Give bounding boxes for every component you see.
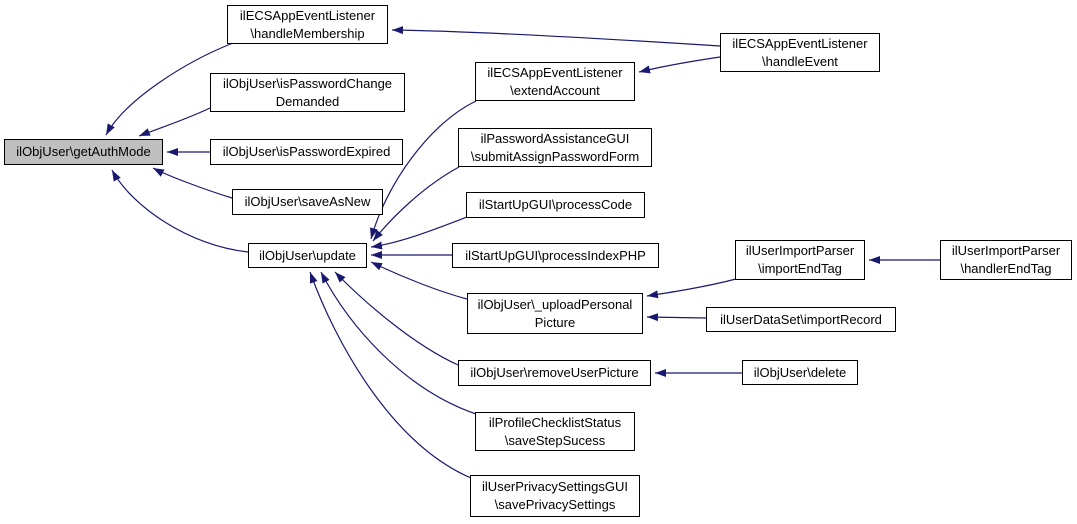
node-delete[interactable]: ilObjUser\delete [742, 360, 858, 385]
node-label-processCode: ilStartUpGUI\processCode [478, 197, 633, 212]
node-isPasswordChangeDemanded[interactable]: ilObjUser\isPasswordChange Demanded [210, 73, 405, 112]
node-label-saveAsNew: ilObjUser\saveAsNew [244, 194, 371, 209]
edges-group [105, 26, 940, 479]
edge-isPasswordChangeDemanded-to-getAuthMode [138, 107, 211, 137]
node-label-update: ilObjUser\update [259, 247, 356, 263]
edge-saveStepSucess-to-update [320, 271, 477, 415]
node-processIndexPHP[interactable]: ilStartUpGUI\processIndexPHP [452, 243, 659, 268]
edge-uploadPersonalPicture-to-update [370, 261, 468, 300]
node-label-handleMembership: ilECSAppEventListener \handleMembership [239, 7, 376, 41]
node-savePrivacySettings[interactable]: ilUserPrivacySettingsGUI \savePrivacySet… [470, 475, 640, 517]
node-importEndTag[interactable]: ilUserImportParser \importEndTag [735, 240, 865, 280]
node-saveStepSucess[interactable]: ilProfileChecklistStatus \saveStepSucess [475, 412, 635, 451]
node-handleEvent[interactable]: ilECSAppEventListener \handleEvent [720, 33, 880, 72]
edge-processCode-to-update [370, 216, 468, 250]
node-label-saveStepSucess: ilProfileChecklistStatus \saveStepSucess [488, 414, 622, 448]
edge-submitAssignPasswordForm-to-update [372, 166, 460, 242]
edge-importEndTag-to-uploadPersonalPicture [646, 278, 737, 299]
node-label-delete: ilObjUser\delete [753, 364, 847, 380]
node-label-isPasswordExpired: ilObjUser\isPasswordExpired [222, 144, 391, 159]
edge-handleEvent-to-extendAccount [638, 56, 721, 74]
node-handleMembership[interactable]: ilECSAppEventListener \handleMembership [227, 5, 388, 44]
node-isPasswordExpired[interactable]: ilObjUser\isPasswordExpired [210, 139, 403, 165]
node-removeUserPicture[interactable]: ilObjUser\removeUserPicture [458, 360, 651, 386]
node-label-isPasswordChangeDemanded: ilObjUser\isPasswordChange Demanded [222, 75, 393, 109]
node-label-importRecord: ilUserDataSet\importRecord [720, 311, 882, 327]
node-getAuthMode: ilObjUser\getAuthMode [4, 139, 163, 165]
edge-update-to-getAuthMode [111, 169, 249, 253]
edge-removeUserPicture-to-update [334, 271, 459, 366]
edge-handleMembership-to-getAuthMode [105, 42, 234, 136]
edge-saveAsNew-to-getAuthMode [152, 167, 233, 199]
node-importRecord[interactable]: ilUserDataSet\importRecord [706, 307, 896, 332]
node-label-submitAssignPasswordForm: ilPasswordAssistanceGUI \submitAssignPas… [470, 130, 640, 164]
node-label-getAuthMode: ilObjUser\getAuthMode [16, 144, 151, 159]
node-extendAccount[interactable]: ilECSAppEventListener \extendAccount [475, 62, 635, 101]
node-label-processIndexPHP: ilStartUpGUI\processIndexPHP [465, 247, 646, 263]
node-label-importEndTag: ilUserImportParser \importEndTag [745, 243, 855, 276]
node-label-savePrivacySettings: ilUserPrivacySettingsGUI \savePrivacySet… [482, 479, 628, 512]
edge-extendAccount-to-update [370, 100, 477, 240]
node-handlerEndTag[interactable]: ilUserImportParser \handlerEndTag [940, 240, 1072, 280]
node-label-removeUserPicture: ilObjUser\removeUserPicture [470, 365, 639, 380]
node-saveAsNew[interactable]: ilObjUser\saveAsNew [232, 189, 383, 215]
node-label-handlerEndTag: ilUserImportParser \handlerEndTag [951, 243, 1061, 276]
node-submitAssignPasswordForm[interactable]: ilPasswordAssistanceGUI \submitAssignPas… [458, 128, 652, 167]
node-label-extendAccount: ilECSAppEventListener \extendAccount [487, 64, 623, 98]
node-uploadPersonalPicture[interactable]: ilObjUser\_uploadPersonal Picture [467, 293, 643, 334]
node-label-uploadPersonalPicture: ilObjUser\_uploadPersonal Picture [477, 296, 633, 330]
edge-importRecord-to-uploadPersonalPicture [646, 313, 707, 322]
node-label-handleEvent: ilECSAppEventListener \handleEvent [732, 35, 868, 69]
node-processCode[interactable]: ilStartUpGUI\processCode [466, 192, 645, 218]
node-update[interactable]: ilObjUser\update [248, 243, 367, 268]
edge-handleEvent-to-handleMembership [391, 26, 721, 47]
edge-savePrivacySettings-to-update [309, 271, 472, 479]
